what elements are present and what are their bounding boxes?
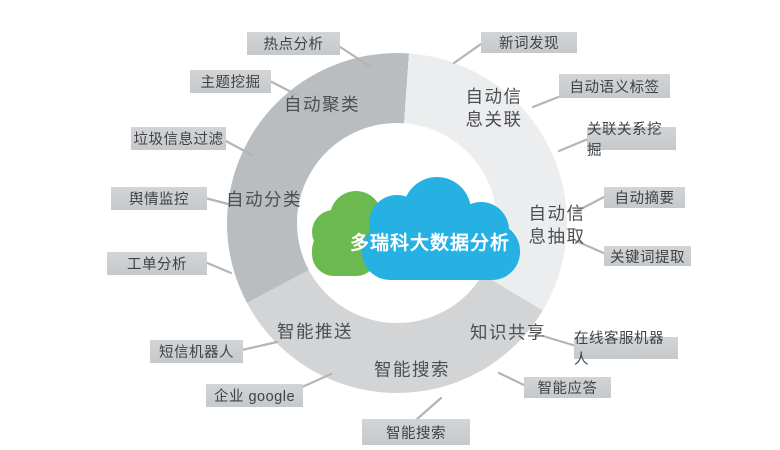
callout-sms-robot: 短信机器人 bbox=[150, 340, 243, 363]
callout-new-word-discovery: 新词发现 bbox=[481, 32, 577, 53]
callout-smart-answer: 智能应答 bbox=[524, 377, 611, 398]
callout-semantic-tagging: 自动语义标签 bbox=[559, 74, 670, 98]
callout-auto-summary: 自动摘要 bbox=[604, 187, 685, 208]
ring-label-auto-clustering: 自动聚类 bbox=[284, 94, 360, 115]
callout-online-service-robot: 在线客服机器人 bbox=[574, 331, 678, 368]
callout-opinion-monitoring: 舆情监控 bbox=[111, 187, 207, 210]
cloud-title: 多瑞科大数据分析 bbox=[349, 233, 510, 254]
ring-label-intelligent-push: 智能推送 bbox=[277, 321, 353, 342]
callout-intelligent-search: 智能搜索 bbox=[362, 419, 470, 445]
ring-label-knowledge-sharing: 知识共享 bbox=[470, 322, 546, 343]
callout-spam-filtering: 垃圾信息过滤 bbox=[131, 127, 226, 150]
ring-label-auto-classification: 自动分类 bbox=[226, 189, 302, 210]
ring-label-intelligent-search: 智能搜索 bbox=[374, 359, 450, 380]
ring-label-auto-info-association: 自动信 息关联 bbox=[465, 86, 523, 129]
callout-hotspot-analysis: 热点分析 bbox=[247, 32, 340, 55]
green-cloud-shape bbox=[312, 191, 382, 276]
cloud-icon bbox=[312, 177, 520, 280]
callout-keyword-extraction: 关键词提取 bbox=[604, 246, 691, 266]
ring-label-auto-info-extraction: 自动信 息抽取 bbox=[528, 203, 586, 246]
callout-association-mining: 关联关系挖掘 bbox=[587, 122, 676, 159]
blue-cloud-shape bbox=[362, 177, 520, 280]
callout-enterprise-google: 企业 google bbox=[206, 384, 303, 407]
callout-topic-mining: 主题挖掘 bbox=[190, 70, 271, 93]
callout-ticket-analysis: 工单分析 bbox=[107, 252, 207, 275]
